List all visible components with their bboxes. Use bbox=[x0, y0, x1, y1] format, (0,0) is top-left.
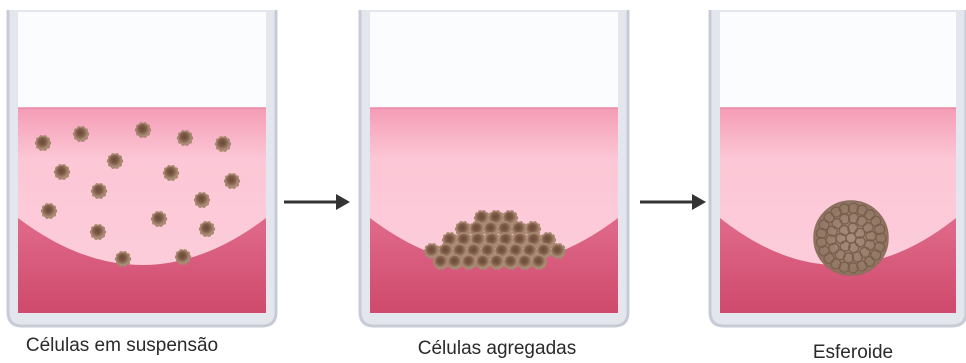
cell bbox=[73, 126, 89, 142]
cell bbox=[550, 243, 566, 259]
cell bbox=[90, 224, 106, 240]
cell bbox=[433, 254, 449, 270]
cell bbox=[517, 254, 533, 270]
cell bbox=[163, 165, 179, 181]
stage-2-label: Células agregadas bbox=[418, 338, 576, 359]
arrow-right-icon bbox=[640, 194, 706, 210]
cell bbox=[115, 251, 131, 267]
cell bbox=[54, 164, 70, 180]
cell bbox=[224, 173, 240, 189]
cell bbox=[35, 135, 51, 151]
air-region bbox=[18, 12, 266, 108]
cell bbox=[135, 122, 151, 138]
cell bbox=[531, 254, 547, 270]
cell bbox=[91, 183, 107, 199]
cell bbox=[175, 249, 191, 265]
well-2 bbox=[360, 10, 628, 326]
cell bbox=[151, 211, 167, 227]
cell bbox=[199, 221, 215, 237]
cell bbox=[503, 254, 519, 270]
spheroid bbox=[814, 201, 888, 275]
cell bbox=[177, 130, 193, 146]
cell bbox=[489, 254, 505, 270]
cell bbox=[447, 254, 463, 270]
well-1 bbox=[8, 10, 276, 326]
arrow-right-icon bbox=[284, 194, 350, 210]
stage-3-label: Esferoide bbox=[813, 342, 893, 363]
air-region bbox=[370, 12, 618, 108]
stage-1-label: Células em suspensão bbox=[26, 335, 218, 356]
cell bbox=[107, 153, 123, 169]
well-3 bbox=[710, 10, 966, 326]
cell bbox=[461, 254, 477, 270]
cell bbox=[194, 192, 210, 208]
cell bbox=[475, 254, 491, 270]
air-region bbox=[720, 12, 956, 108]
cell bbox=[41, 203, 57, 219]
cell bbox=[215, 136, 231, 152]
